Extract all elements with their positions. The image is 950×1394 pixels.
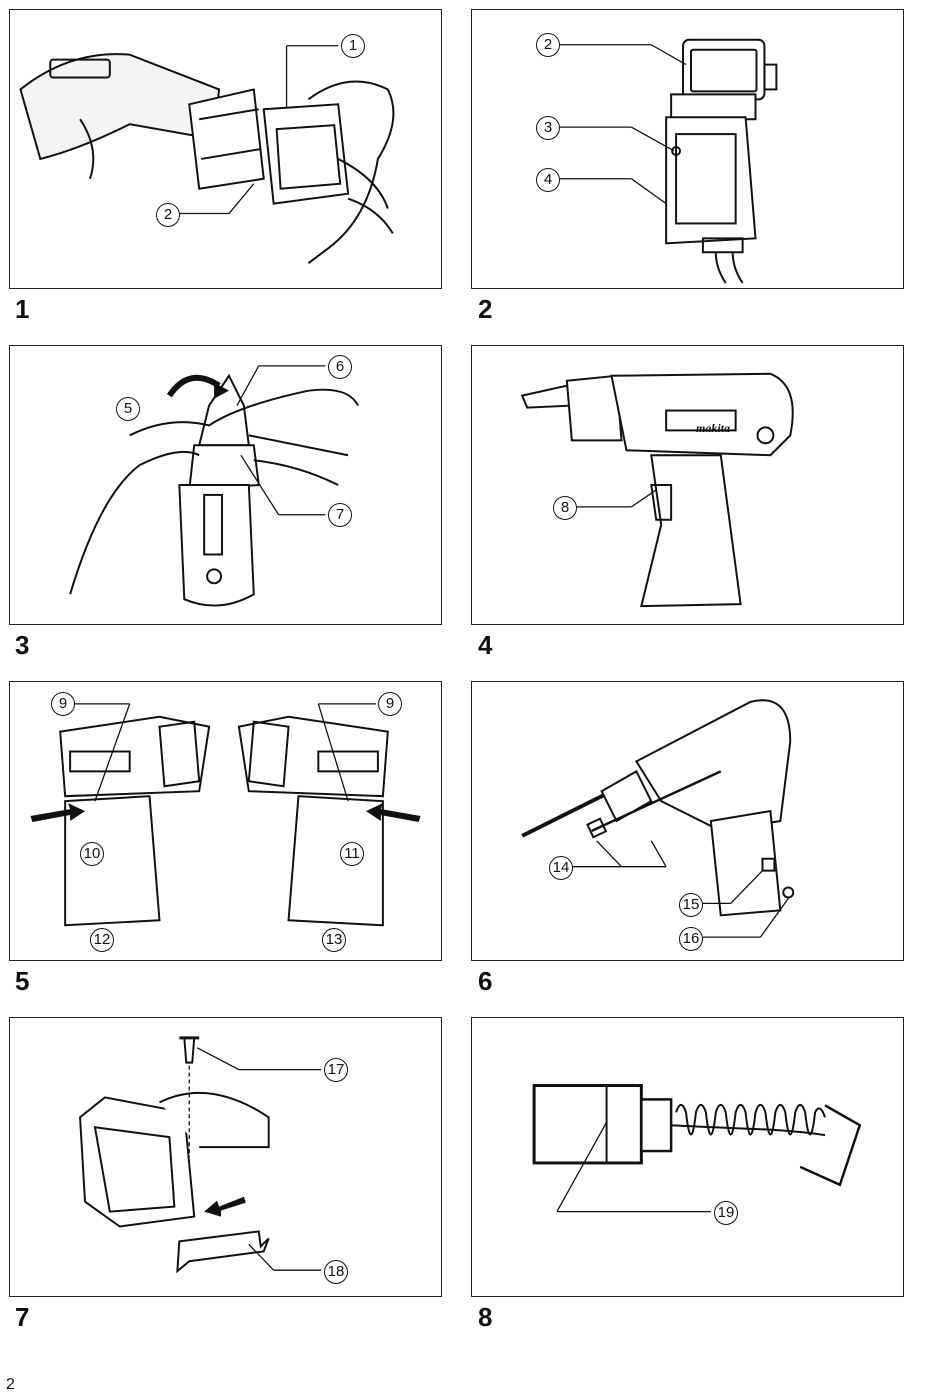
callout-13: 13 [322, 928, 346, 952]
figure-2-panel: 2 3 4 [471, 9, 904, 289]
callout-2: 2 [156, 203, 180, 227]
callout-14: 14 [549, 856, 573, 880]
callout-10: 10 [80, 842, 104, 866]
callout-16: 16 [679, 927, 703, 951]
figure-3-illustration [69, 365, 359, 607]
figure-number: 2 [478, 294, 493, 324]
figure-8-illustration [532, 1084, 862, 1213]
callout-7: 7 [328, 503, 352, 527]
callout-12: 12 [90, 928, 114, 952]
figure-6-illustration [521, 699, 795, 938]
figure-3-panel: 5 6 7 [9, 345, 442, 625]
callout-8: 8 [553, 496, 577, 520]
figure-number: 6 [478, 966, 493, 996]
callout-18: 18 [324, 1260, 348, 1284]
brand-logo: makita [696, 421, 731, 435]
callout-9: 9 [378, 692, 402, 716]
page-number: 2 [6, 1376, 15, 1393]
figure-2-illustration [559, 38, 778, 284]
callout-9: 9 [51, 692, 75, 716]
figure-7-illustration [79, 1036, 322, 1274]
callout-2: 2 [536, 33, 560, 57]
figure-6-panel: 14 15 16 [471, 681, 904, 961]
figure-number: 7 [15, 1302, 30, 1332]
figure-4-panel: makita 8 [471, 345, 904, 625]
callout-17: 17 [324, 1058, 348, 1082]
figure-5-panel: 9 9 10 11 12 13 [9, 681, 442, 961]
figure-number: 5 [15, 966, 30, 996]
figure-number: 1 [15, 294, 30, 324]
figure-number: 3 [15, 630, 30, 660]
figure-1-illustration [19, 45, 395, 264]
callout-1: 1 [341, 34, 365, 58]
callout-6: 6 [328, 355, 352, 379]
figure-8-panel: 19 [471, 1017, 904, 1297]
callout-4: 4 [536, 168, 560, 192]
callout-11: 11 [340, 842, 364, 866]
callout-15: 15 [679, 893, 703, 917]
figure-number: 4 [478, 630, 493, 660]
callout-3: 3 [536, 116, 560, 140]
callout-19: 19 [714, 1201, 738, 1225]
figure-4-illustration [520, 372, 794, 608]
figure-5-illustration [30, 703, 421, 927]
figure-7-panel: 17 18 [9, 1017, 442, 1297]
figure-number: 8 [478, 1302, 493, 1332]
figure-1-panel: 1 2 [9, 9, 442, 289]
callout-5: 5 [116, 397, 140, 421]
